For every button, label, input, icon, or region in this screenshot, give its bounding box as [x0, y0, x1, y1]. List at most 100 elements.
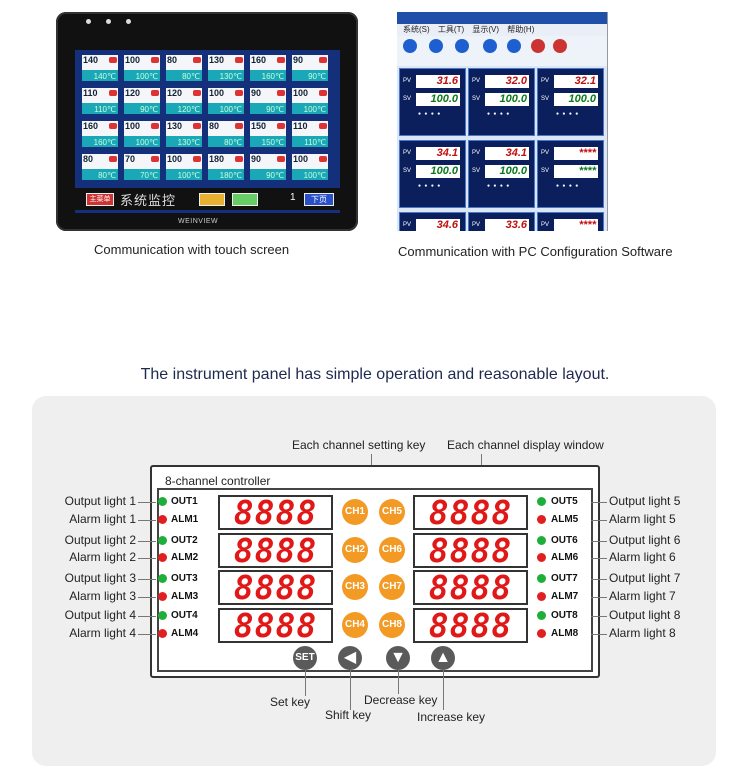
- pv-label: PV: [541, 150, 550, 156]
- pc-menu-tools[interactable]: 工具(T): [437, 25, 465, 34]
- callout-label-left: Alarm light 4: [69, 626, 136, 640]
- hmi-sv: 100℃: [303, 171, 326, 180]
- label-channel-setting-key: Each channel setting key: [292, 438, 426, 452]
- hmi-sv-bar: [208, 70, 244, 81]
- leader-line: [591, 616, 607, 617]
- pc-pv: 32.0: [485, 75, 529, 88]
- add-icon[interactable]: [483, 39, 497, 53]
- hmi-main-menu-button[interactable]: 主菜单: [86, 193, 114, 206]
- channel-key-ch1[interactable]: CH1: [342, 499, 368, 525]
- leader-line: [443, 670, 444, 710]
- alarm-led-right-5: [537, 515, 546, 524]
- settings-icon[interactable]: [429, 39, 443, 53]
- hmi-sv: 100℃: [303, 105, 326, 114]
- hmi-pv: 120: [125, 88, 141, 98]
- alarm-led-left-1: [158, 515, 167, 524]
- prev-page-icon[interactable]: [403, 39, 417, 53]
- callout-label-left: Output light 2: [64, 533, 136, 547]
- hmi-pv: 110: [293, 121, 308, 131]
- hmi-channel-cell: 100 100℃: [291, 153, 329, 181]
- alarm-led-right-7: [537, 592, 546, 601]
- hmi-pv: 130: [209, 55, 225, 65]
- indicator-label-right: OUT5: [551, 496, 578, 507]
- leader-line: [591, 597, 607, 598]
- output-led-right-5: [537, 497, 546, 506]
- hmi-pv: 100: [293, 154, 309, 164]
- channel-key-ch7[interactable]: CH7: [379, 574, 405, 600]
- channel-key-ch4[interactable]: CH4: [342, 612, 368, 638]
- pc-led-row: ● ● ● ●: [487, 183, 511, 189]
- callout-label-right: Alarm light 6: [609, 550, 676, 564]
- channel-key-ch6[interactable]: CH6: [379, 537, 405, 563]
- output-led-left-1: [158, 497, 167, 506]
- output-led-left-2: [158, 536, 167, 545]
- hmi-sv-bar: [82, 103, 118, 114]
- channel-key-ch8[interactable]: CH8: [379, 612, 405, 638]
- decrease-key[interactable]: ▼: [386, 646, 410, 670]
- weinview-logo: WEINVIEW: [178, 218, 219, 225]
- indicator-label-left: ALM4: [171, 628, 199, 639]
- hmi-next-page-button[interactable]: 下页: [304, 193, 334, 206]
- pc-menu-view[interactable]: 显示(V): [472, 25, 500, 34]
- shift-key[interactable]: ◀: [338, 646, 362, 670]
- leader-line: [350, 670, 351, 710]
- increase-key[interactable]: ▲: [431, 646, 455, 670]
- leader-line: [138, 520, 156, 521]
- channel-key-ch2[interactable]: CH2: [342, 537, 368, 563]
- pc-sv: 100.0: [554, 93, 598, 106]
- pc-sv: 100.0: [485, 93, 529, 106]
- hmi-sv-bar: [124, 70, 160, 81]
- label-increase-key: Increase key: [417, 710, 486, 724]
- realtime-curve-icon[interactable]: [531, 39, 545, 53]
- channel-key-ch3[interactable]: CH3: [342, 574, 368, 600]
- channel-key-ch5[interactable]: CH5: [379, 499, 405, 525]
- indicator-label-right: OUT8: [551, 610, 578, 621]
- pc-led-row: ● ● ● ●: [556, 111, 580, 117]
- set-key[interactable]: SET: [293, 646, 317, 670]
- callout-label-left: Alarm light 1: [69, 512, 136, 526]
- leader-line: [138, 616, 156, 617]
- hmi-sv: 140℃: [93, 72, 116, 81]
- hmi-alarm-tag: [109, 123, 117, 129]
- hmi-pv: 100: [209, 88, 225, 98]
- pc-menu-system[interactable]: 系统(S): [403, 25, 430, 34]
- hmi-yellow-button[interactable]: [199, 193, 225, 206]
- hmi-sv: 180℃: [219, 171, 242, 180]
- history-curve-icon[interactable]: [553, 39, 567, 53]
- leader-line: [398, 670, 399, 694]
- pc-instrument-panel[interactable]: PVSV33.6● ● ● ●: [468, 212, 535, 231]
- remove-icon[interactable]: [507, 39, 521, 53]
- callout-label-left: Output light 1: [64, 494, 136, 508]
- output-led-left-4: [158, 611, 167, 620]
- hmi-sv-bar: [82, 169, 118, 180]
- hmi-sv: 110℃: [94, 105, 116, 114]
- pc-menu-help[interactable]: 帮助(H): [507, 25, 535, 34]
- hmi-alarm-tag: [151, 57, 159, 63]
- pc-pv: 34.1: [416, 147, 460, 160]
- label-decrease-key: Decrease key: [364, 693, 438, 707]
- next-page-icon[interactable]: [455, 39, 469, 53]
- hmi-pv: 80: [209, 121, 220, 131]
- hmi-pv: 180: [209, 154, 225, 164]
- output-led-right-8: [537, 611, 546, 620]
- hmi-green-button[interactable]: [232, 193, 258, 206]
- hmi-alarm-tag: [193, 156, 201, 162]
- leader-line: [591, 634, 607, 635]
